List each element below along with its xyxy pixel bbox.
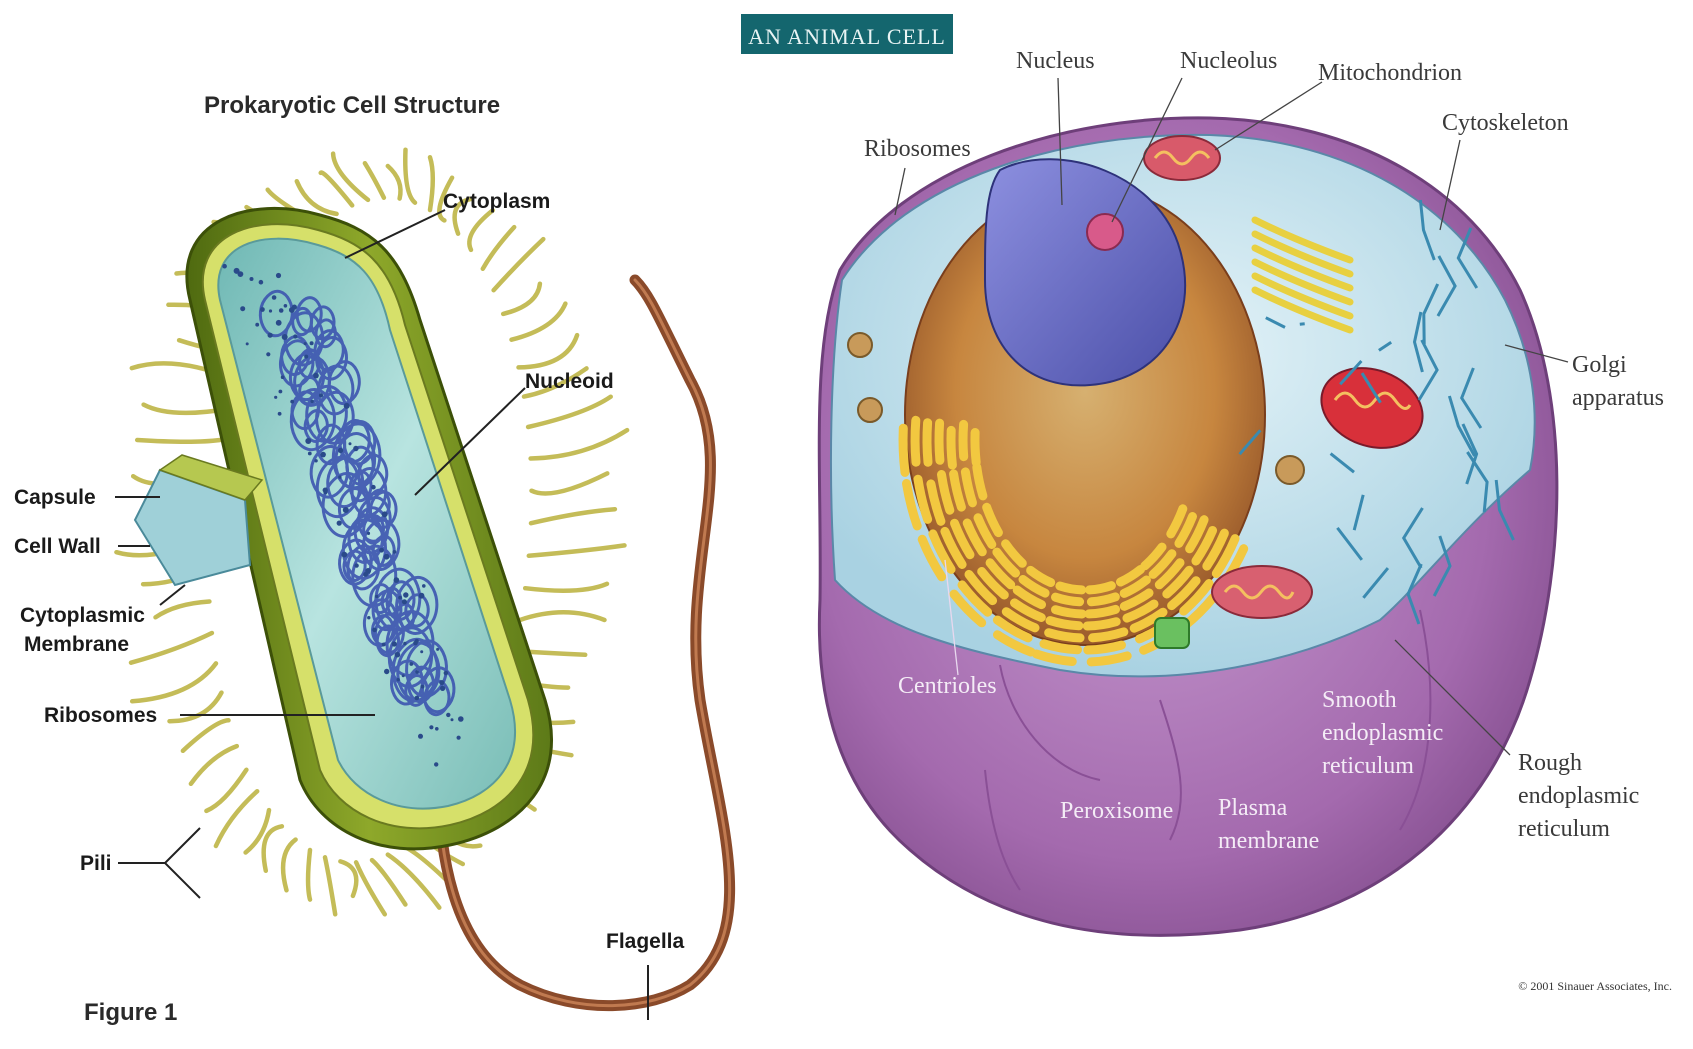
prokaryotic-cell (116, 150, 729, 1006)
prokaryote-title: Prokaryotic Cell Structure (204, 92, 500, 119)
centriole (1155, 618, 1189, 648)
label-peroxisome: Peroxisome (1060, 798, 1173, 824)
label-pili: Pili (80, 852, 112, 875)
label-rough-er-3: reticulum (1518, 816, 1610, 842)
label-smooth-er-2: endoplasmic (1322, 720, 1443, 746)
label-cytoplasmic-membrane-2: Membrane (24, 633, 129, 656)
label-rough-er-1: Rough (1518, 750, 1582, 776)
label-cytoplasm: Cytoplasm (443, 190, 550, 213)
figure-label: Figure 1 (84, 999, 177, 1026)
label-rough-er-2: endoplasmic (1518, 783, 1639, 809)
leader-cytoplasmic-membrane (160, 585, 185, 605)
label-mitochondrion: Mitochondrion (1318, 60, 1462, 86)
label-nucleoid: Nucleoid (525, 370, 614, 393)
label-nucleus: Nucleus (1016, 48, 1095, 74)
leader-pili (165, 828, 200, 898)
label-golgi-1: Golgi (1572, 352, 1627, 378)
label-plasma-membrane-2: membrane (1218, 828, 1319, 854)
label-ribosomes-animal: Ribosomes (864, 136, 971, 162)
label-cytoskeleton: Cytoskeleton (1442, 110, 1569, 136)
label-flagella: Flagella (606, 930, 685, 953)
label-centrioles: Centrioles (898, 673, 997, 699)
label-golgi-2: apparatus (1572, 385, 1664, 411)
nucleolus (1087, 214, 1123, 250)
label-ribosomes: Ribosomes (44, 704, 157, 727)
label-smooth-er-1: Smooth (1322, 687, 1397, 713)
label-capsule: Capsule (14, 486, 96, 509)
label-cell-wall: Cell Wall (14, 535, 101, 558)
copyright: © 2001 Sinauer Associates, Inc. (1518, 979, 1672, 993)
label-plasma-membrane-1: Plasma (1218, 795, 1288, 821)
label-cytoplasmic-membrane-1: Cytoplasmic (20, 604, 145, 627)
peroxisome (1276, 456, 1304, 484)
label-nucleolus: Nucleolus (1180, 48, 1277, 74)
animal-title: AN ANIMAL CELL (748, 24, 946, 49)
label-smooth-er-3: reticulum (1322, 753, 1414, 779)
